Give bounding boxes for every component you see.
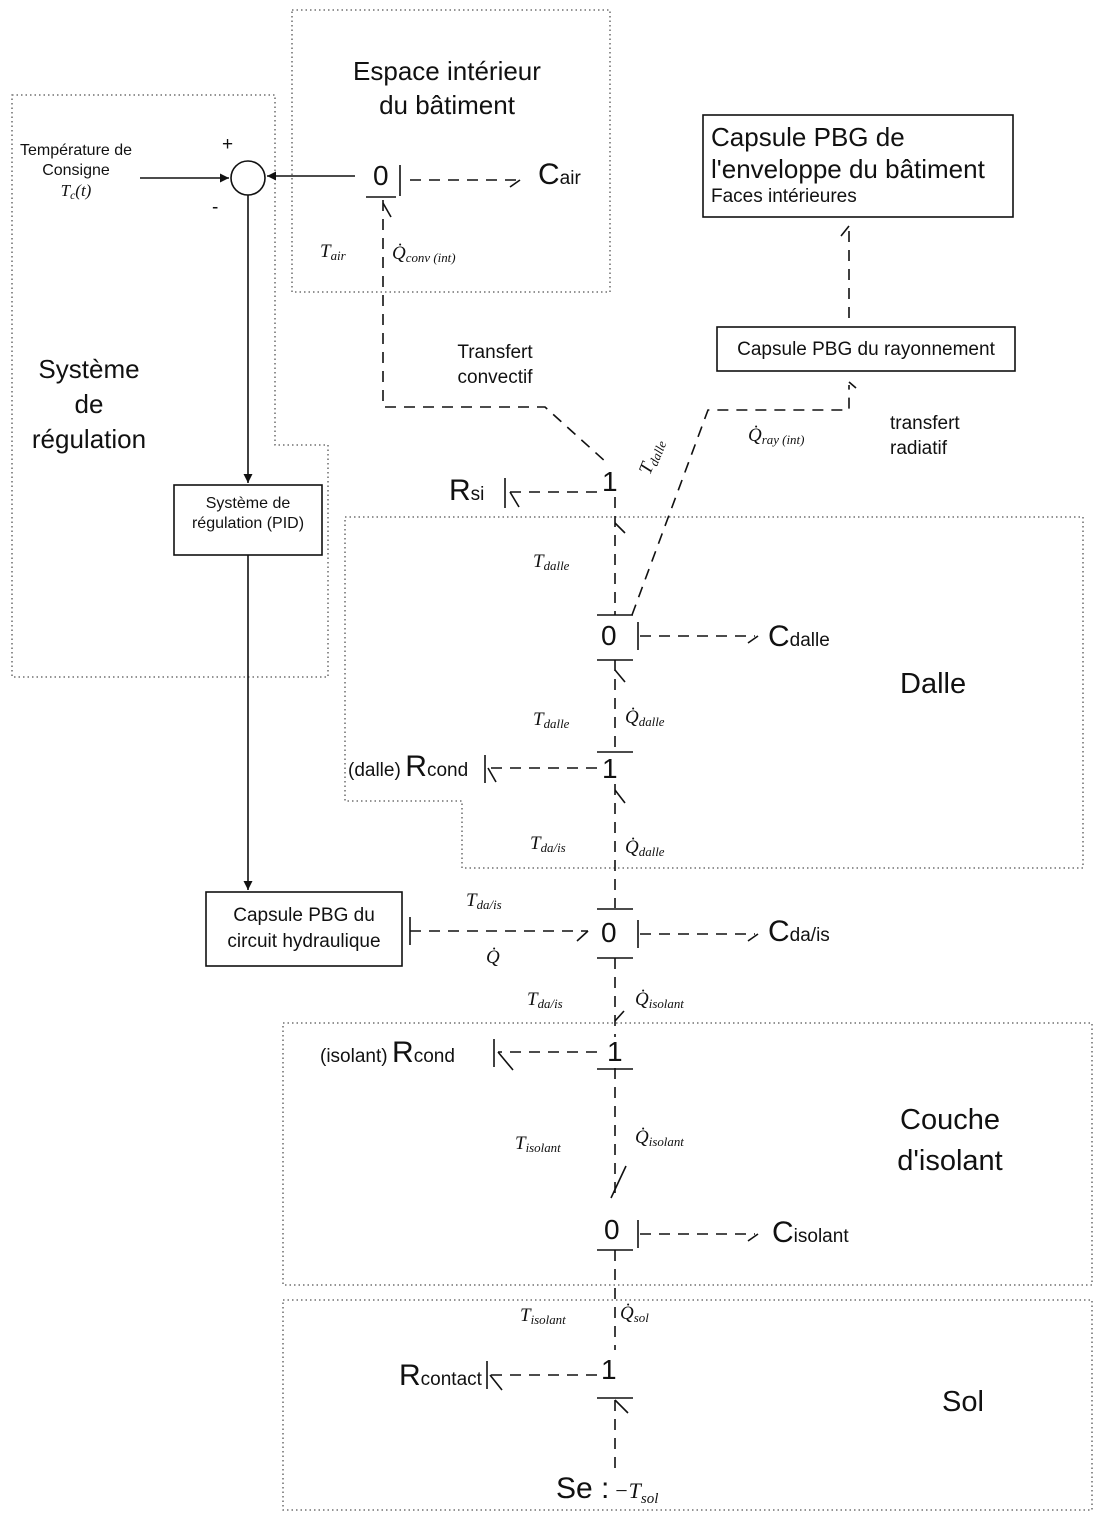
half-arrow-trunk1 (614, 522, 626, 534)
cond-dalle-junction: 1 (602, 753, 618, 784)
r-cond-isolant-element: (isolant) Rcond (320, 1036, 455, 1069)
dalle-region-border (344, 516, 1084, 869)
interior-region-title: Espace intérieur du bâtiment (353, 56, 541, 120)
half-arrow-trunk5 (610, 1165, 627, 1199)
convective-transfer-label: Transfert convectif (457, 342, 533, 388)
t-dais-label-1: Tda/is (530, 833, 566, 856)
regulation-region-title: Système de régulation (31, 354, 147, 454)
t-isolant-label-2: Tisolant (520, 1305, 566, 1328)
t-isolant-label-1: Tisolant (515, 1133, 561, 1156)
half-arrow-rcond-isolant (497, 1051, 514, 1071)
half-arrow-cdalle (747, 635, 759, 644)
t-dais-hydraulic-label: Tda/is (466, 890, 502, 913)
half-arrow-trunk2 (614, 669, 626, 683)
half-arrow-rsi (509, 491, 520, 508)
half-arrow-trunk7 (614, 1399, 629, 1414)
dais-junction: 0 (601, 917, 617, 948)
q-conv-label: Q̇conv (int) (392, 243, 456, 266)
c-dais-element: Cda/is (768, 915, 830, 948)
isolant-junction: 0 (604, 1214, 620, 1245)
envelope-box (702, 114, 1014, 218)
half-arrow-trunk3 (614, 789, 626, 804)
t-dais-label-2: Tda/is (527, 989, 563, 1012)
plus-sign: + (222, 134, 234, 155)
half-arrow-cisolant (747, 1233, 759, 1242)
half-arrow-env (840, 225, 850, 237)
r-si-element: Rsi (449, 474, 485, 507)
interior-region-border (291, 9, 611, 293)
c-air-element: Cair (538, 158, 581, 191)
radiation-box (716, 326, 1016, 372)
half-arrow-cair (509, 179, 521, 188)
q-sol-label: Q̇sol (620, 1303, 649, 1326)
q-ray-label: Q̇ray (int) (748, 425, 805, 448)
regulation-region-border (11, 94, 329, 678)
q-dalle-label-2: Q̇dalle (625, 837, 665, 860)
isolant-region-title: Couche d'isolant (897, 1104, 1003, 1177)
air-junction: 0 (373, 160, 389, 191)
dalle-region-title: Dalle (900, 668, 967, 700)
contact-junction: 1 (601, 1354, 617, 1385)
hydraulic-box-label: Capsule PBG du circuit hydraulique (227, 905, 381, 952)
r-cond-dalle-element: (dalle) Rcond (348, 750, 469, 783)
half-arrow-conv (382, 202, 392, 218)
cond-isolant-junction: 1 (607, 1036, 623, 1067)
minus-sign: - (212, 197, 219, 218)
envelope-box-label: Capsule PBG de l'enveloppe du bâtiment F… (711, 122, 985, 207)
q-hydraulic-label: Q̇ (486, 947, 500, 968)
q-isolant-label-2: Q̇isolant (635, 1127, 684, 1150)
rsi-junction: 1 (602, 466, 618, 497)
half-arrow-rcontact (489, 1374, 503, 1391)
half-arrow-cdais (747, 933, 759, 942)
half-arrow-hyd (576, 930, 589, 942)
r-contact-element: Rcontact (399, 1359, 482, 1392)
t-dalle-label-1: Tdalle (533, 551, 570, 574)
t-dalle-label-2: Tdalle (533, 709, 570, 732)
q-isolant-label-1: Q̇isolant (635, 989, 684, 1012)
half-arrow-rcond-dalle (487, 767, 497, 783)
radiative-transfer-label: transfert radiatif (890, 413, 960, 459)
sol-region-border (282, 1299, 1093, 1511)
c-dalle-element: Cdalle (768, 620, 830, 653)
dalle-junction: 0 (601, 620, 617, 651)
source-element: Se : −Tsol (556, 1472, 659, 1507)
c-isolant-element: Cisolant (772, 1216, 849, 1249)
sol-region-title: Sol (942, 1386, 984, 1418)
convective-bond (382, 200, 608, 464)
pid-box-label: Système de régulation (PID) (191, 495, 305, 532)
radiative-bond (631, 385, 850, 616)
summing-junction (230, 160, 266, 196)
t-air-label: Tair (320, 241, 346, 264)
hydraulic-box (205, 891, 403, 967)
q-dalle-label-1: Q̇dalle (625, 707, 665, 730)
setpoint-label: Température de Consigne Tc(t) (12, 143, 140, 202)
radiation-box-label: Capsule PBG du rayonnement (737, 339, 995, 360)
setpoint-variable: Tc(t) (60, 181, 92, 202)
half-arrow-trunk4 (614, 1010, 625, 1022)
half-arrow-rad (848, 381, 857, 389)
